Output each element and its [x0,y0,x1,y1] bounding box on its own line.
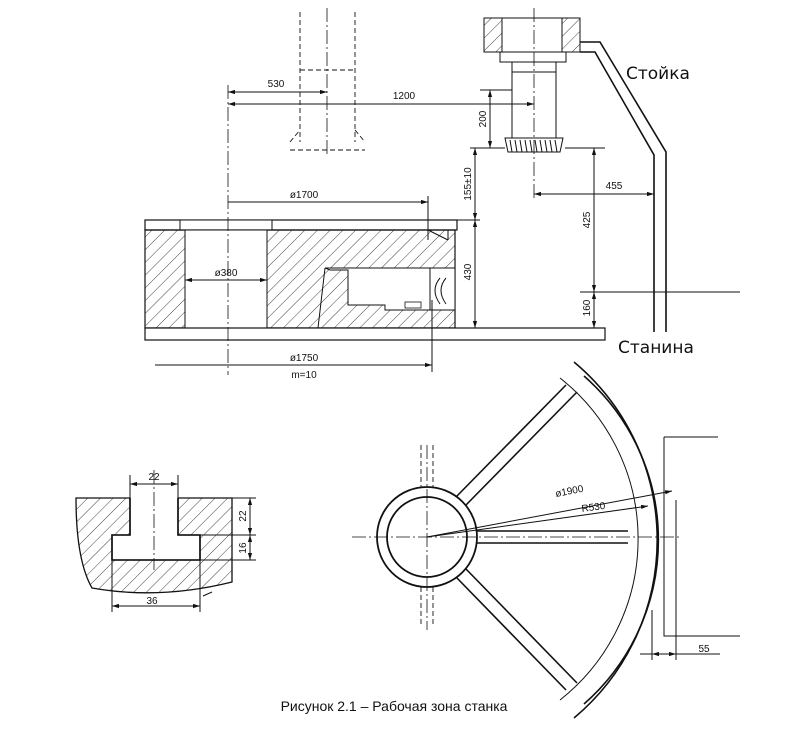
svg-text:ø1700: ø1700 [290,190,319,201]
dim-160: 160 [580,291,740,328]
dim-155: 155±10 [463,147,480,220]
spindle-head [483,8,581,200]
svg-text:425: 425 [582,211,593,228]
slot-width-dim: 22 [148,472,160,483]
stand-column [580,41,667,332]
t-slot-section: 22 22 16 36 [75,470,256,612]
figure-caption: Рисунок 2.1 – Рабочая зона станка [280,698,508,714]
dim-dia1750: ø1750 m=10 [155,300,433,381]
dim-430: 430 [457,219,480,328]
bed-label: Станина [618,338,694,358]
svg-text:ø380: ø380 [215,268,238,279]
dim-200: 200 [478,89,512,149]
svg-text:200: 200 [478,110,489,127]
r530-dim: R530 [581,501,607,515]
svg-text:155±10: 155±10 [463,167,474,201]
svg-text:ø1750: ø1750 [290,353,319,364]
stand-label: Стойка [626,64,690,84]
svg-text:430: 430 [463,263,474,280]
slot-head-width-dim: 36 [146,596,158,607]
svg-text:455: 455 [606,181,623,192]
dim-dia380: ø380 [185,268,267,283]
svg-text:1200: 1200 [393,91,416,102]
spindle-hidden-outline [289,8,366,155]
table-plan-view: ø1900 R530 55 [352,361,740,719]
svg-text:160: 160 [582,299,593,316]
dim-55: 55 [698,644,710,655]
slot-head-height-dim: 16 [238,542,249,554]
dim-425: 425 [565,147,605,292]
svg-text:530: 530 [268,79,285,90]
module-label: m=10 [291,370,317,381]
slot-depth-dim: 22 [238,510,249,522]
dim-dia1700: ø1700 [228,190,429,240]
dim-530: 530 [228,79,327,95]
dia1900-dim: ø1900 [554,484,584,500]
dim-1200: 1200 [228,91,534,107]
